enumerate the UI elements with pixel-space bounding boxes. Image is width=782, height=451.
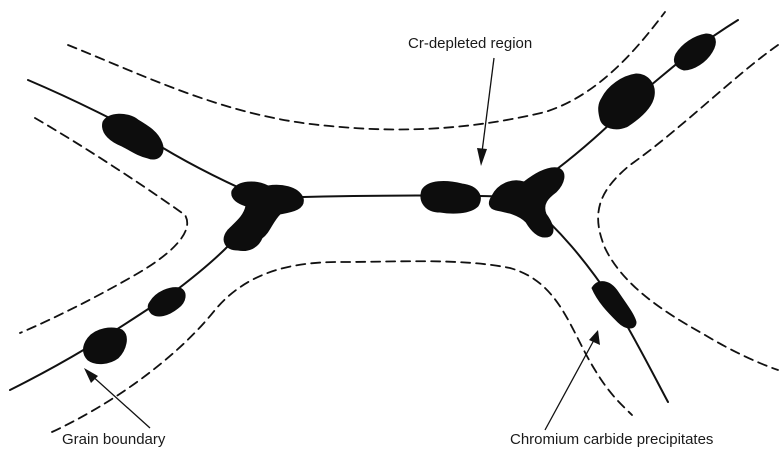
arrow-cr-depleted [481, 57, 495, 153]
arrow-grain-boundary [89, 373, 151, 429]
carbide-precipitate [420, 181, 481, 214]
arrowhead-icon [589, 330, 600, 345]
carbide-precipitate [673, 33, 716, 71]
carbide-precipitate [591, 281, 637, 329]
carbide-precipitate-junction-left [223, 181, 304, 251]
carbide-precipitate [102, 113, 164, 160]
depleted-outline-right [597, 44, 779, 371]
label-grain-boundary: Grain boundary [62, 431, 166, 448]
carbide-precipitate [147, 287, 186, 317]
arrowhead-icon [84, 368, 98, 383]
depleted-outline-bottom [51, 260, 633, 433]
depleted-outline-left [19, 117, 188, 334]
label-arrows [84, 57, 600, 431]
carbide-precipitate [83, 327, 127, 365]
carbide-precipitate [598, 73, 655, 130]
cr-depleted-region-outlines [19, 11, 779, 433]
grain-boundary-lower-left [9, 197, 266, 391]
label-cr-depleted-region: Cr-depleted region [408, 35, 533, 52]
depleted-outline-top [67, 11, 666, 131]
arrow-carbide [544, 339, 595, 431]
carbide-precipitates [83, 33, 716, 365]
label-chromium-carbide-precipitates: Chromium carbide precipitates [510, 431, 714, 448]
carbide-precipitate-junction-right [488, 167, 565, 238]
arrowhead-icon [477, 148, 487, 166]
